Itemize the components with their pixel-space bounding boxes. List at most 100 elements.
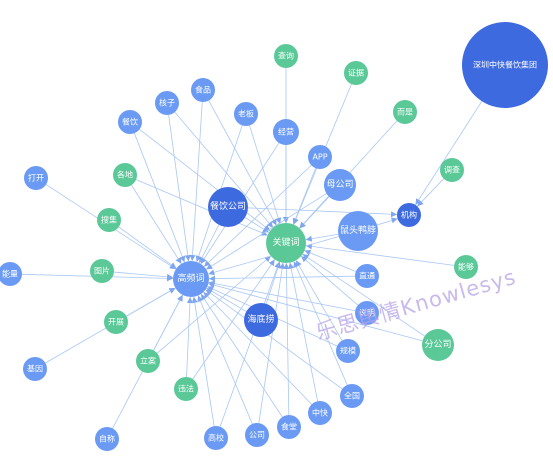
node-label: 违法 xyxy=(178,384,194,394)
node-zhongkuai[interactable]: 中快 xyxy=(308,401,332,425)
edge-gedi-gaopin xyxy=(131,184,182,265)
edge-canyin-gaopin xyxy=(133,133,186,263)
node-circle[interactable] xyxy=(393,100,417,124)
node-circle[interactable] xyxy=(462,22,548,108)
node-soji[interactable]: 搜集 xyxy=(97,208,121,232)
edge-arrowhead xyxy=(283,262,290,270)
edge-arrowhead xyxy=(266,221,274,228)
node-guanjian[interactable]: 关键词 xyxy=(266,223,306,263)
node-weifa[interactable]: 违法 xyxy=(174,377,198,401)
node-circle[interactable] xyxy=(308,145,332,169)
node-gedi[interactable]: 各地 xyxy=(113,163,137,187)
node-circle[interactable] xyxy=(454,255,478,279)
node-gaopin[interactable]: 高频词 xyxy=(173,261,209,297)
node-jiyin[interactable]: 基因 xyxy=(23,357,47,381)
node-label: 图片 xyxy=(94,266,110,276)
node-haidilao[interactable]: 海底捞 xyxy=(244,303,278,337)
node-canyin[interactable]: 餐饮 xyxy=(118,110,142,134)
node-circle[interactable] xyxy=(234,102,258,126)
node-circle[interactable] xyxy=(422,329,454,361)
node-shuoming[interactable]: 说明 xyxy=(355,301,379,325)
edge-diaocha-jigou xyxy=(417,178,444,207)
node-circle[interactable] xyxy=(340,384,364,408)
node-gongsi[interactable]: 公司 xyxy=(245,423,269,447)
node-circle[interactable] xyxy=(244,303,278,337)
node-circle[interactable] xyxy=(24,166,48,190)
node-circle[interactable] xyxy=(273,119,299,145)
node-jingying[interactable]: 经营 xyxy=(273,119,299,145)
node-label: 分公司 xyxy=(424,339,451,350)
node-circle[interactable] xyxy=(277,415,301,439)
node-dakai[interactable]: 打开 xyxy=(24,166,48,190)
node-nengou[interactable]: 能够 xyxy=(454,255,478,279)
node-laoban[interactable]: 老板 xyxy=(234,102,258,126)
node-shenzhen[interactable]: 深圳中快餐饮集团 xyxy=(462,22,548,108)
node-label: 立案 xyxy=(140,356,156,366)
node-shitang[interactable]: 食堂 xyxy=(277,415,301,439)
node-zicheng[interactable]: 自称 xyxy=(95,427,119,451)
edge-line xyxy=(249,125,281,225)
node-quanguo[interactable]: 全国 xyxy=(340,384,364,408)
node-diaocha[interactable]: 调查 xyxy=(440,158,464,182)
edge-line xyxy=(135,179,268,236)
node-circle[interactable] xyxy=(113,163,137,187)
node-circle[interactable] xyxy=(90,259,114,283)
node-circle[interactable] xyxy=(191,78,215,102)
node-label: 全国 xyxy=(344,391,360,401)
node-ershi[interactable]: 而是 xyxy=(393,100,417,124)
edge-arrowhead xyxy=(302,254,310,260)
node-mugongsi[interactable]: 母公司 xyxy=(324,169,356,201)
node-circle[interactable] xyxy=(355,264,379,288)
node-circle[interactable] xyxy=(338,211,378,251)
node-circle[interactable] xyxy=(174,377,198,401)
node-jigou[interactable]: 机构 xyxy=(397,203,421,227)
node-kaiqu[interactable]: 开展 xyxy=(104,310,128,334)
node-circle[interactable] xyxy=(208,187,248,227)
node-circle[interactable] xyxy=(440,158,464,182)
node-label: 公司 xyxy=(249,431,265,440)
node-nengliang[interactable]: 能量 xyxy=(0,262,22,286)
node-label: 高频词 xyxy=(177,272,204,284)
node-circle[interactable] xyxy=(0,262,22,286)
node-circle[interactable] xyxy=(344,61,368,85)
edge-arrowhead xyxy=(203,291,210,299)
node-hezi[interactable]: 核子 xyxy=(155,91,179,115)
node-circle[interactable] xyxy=(355,301,379,325)
node-circle[interactable] xyxy=(95,427,119,451)
node-circle[interactable] xyxy=(23,357,47,381)
node-circle[interactable] xyxy=(118,110,142,134)
node-circle[interactable] xyxy=(173,261,209,297)
edge-tupian-gaopin xyxy=(113,271,174,280)
node-app[interactable]: APP xyxy=(308,145,332,169)
node-circle[interactable] xyxy=(308,401,332,425)
edge-fengongsi-guanjian xyxy=(302,253,425,337)
node-circle[interactable] xyxy=(266,223,306,263)
node-fengongsi[interactable]: 分公司 xyxy=(422,329,454,361)
node-zhitong[interactable]: 直通 xyxy=(355,264,379,288)
node-tupian[interactable]: 图片 xyxy=(90,259,114,283)
edge-zhitong-gaopin xyxy=(208,275,356,282)
node-circle[interactable] xyxy=(136,349,160,373)
node-circle[interactable] xyxy=(336,339,360,363)
node-shutou[interactable]: 鼠头鸭脖 xyxy=(338,211,378,251)
node-shipin[interactable]: 食品 xyxy=(191,78,215,102)
node-circle[interactable] xyxy=(397,203,421,227)
node-label: 核子 xyxy=(159,98,175,108)
node-canyin_gs[interactable]: 餐饮公司 xyxy=(208,187,248,227)
edge-arrowhead xyxy=(208,269,215,276)
node-guimo[interactable]: 规模 xyxy=(336,339,360,363)
node-circle[interactable] xyxy=(245,423,269,447)
edge-line xyxy=(203,291,312,405)
edge-arrowhead xyxy=(184,254,191,262)
node-circle[interactable] xyxy=(155,91,179,115)
node-zhengju[interactable]: 证据 xyxy=(344,61,368,85)
node-gaoxiao[interactable]: 高校 xyxy=(204,426,228,450)
node-circle[interactable] xyxy=(104,310,128,334)
node-circle[interactable] xyxy=(97,208,121,232)
node-chaxun[interactable]: 查询 xyxy=(274,44,298,68)
node-circle[interactable] xyxy=(274,44,298,68)
node-circle[interactable] xyxy=(204,426,228,450)
node-lian[interactable]: 立案 xyxy=(136,349,160,373)
node-circle[interactable] xyxy=(324,169,356,201)
